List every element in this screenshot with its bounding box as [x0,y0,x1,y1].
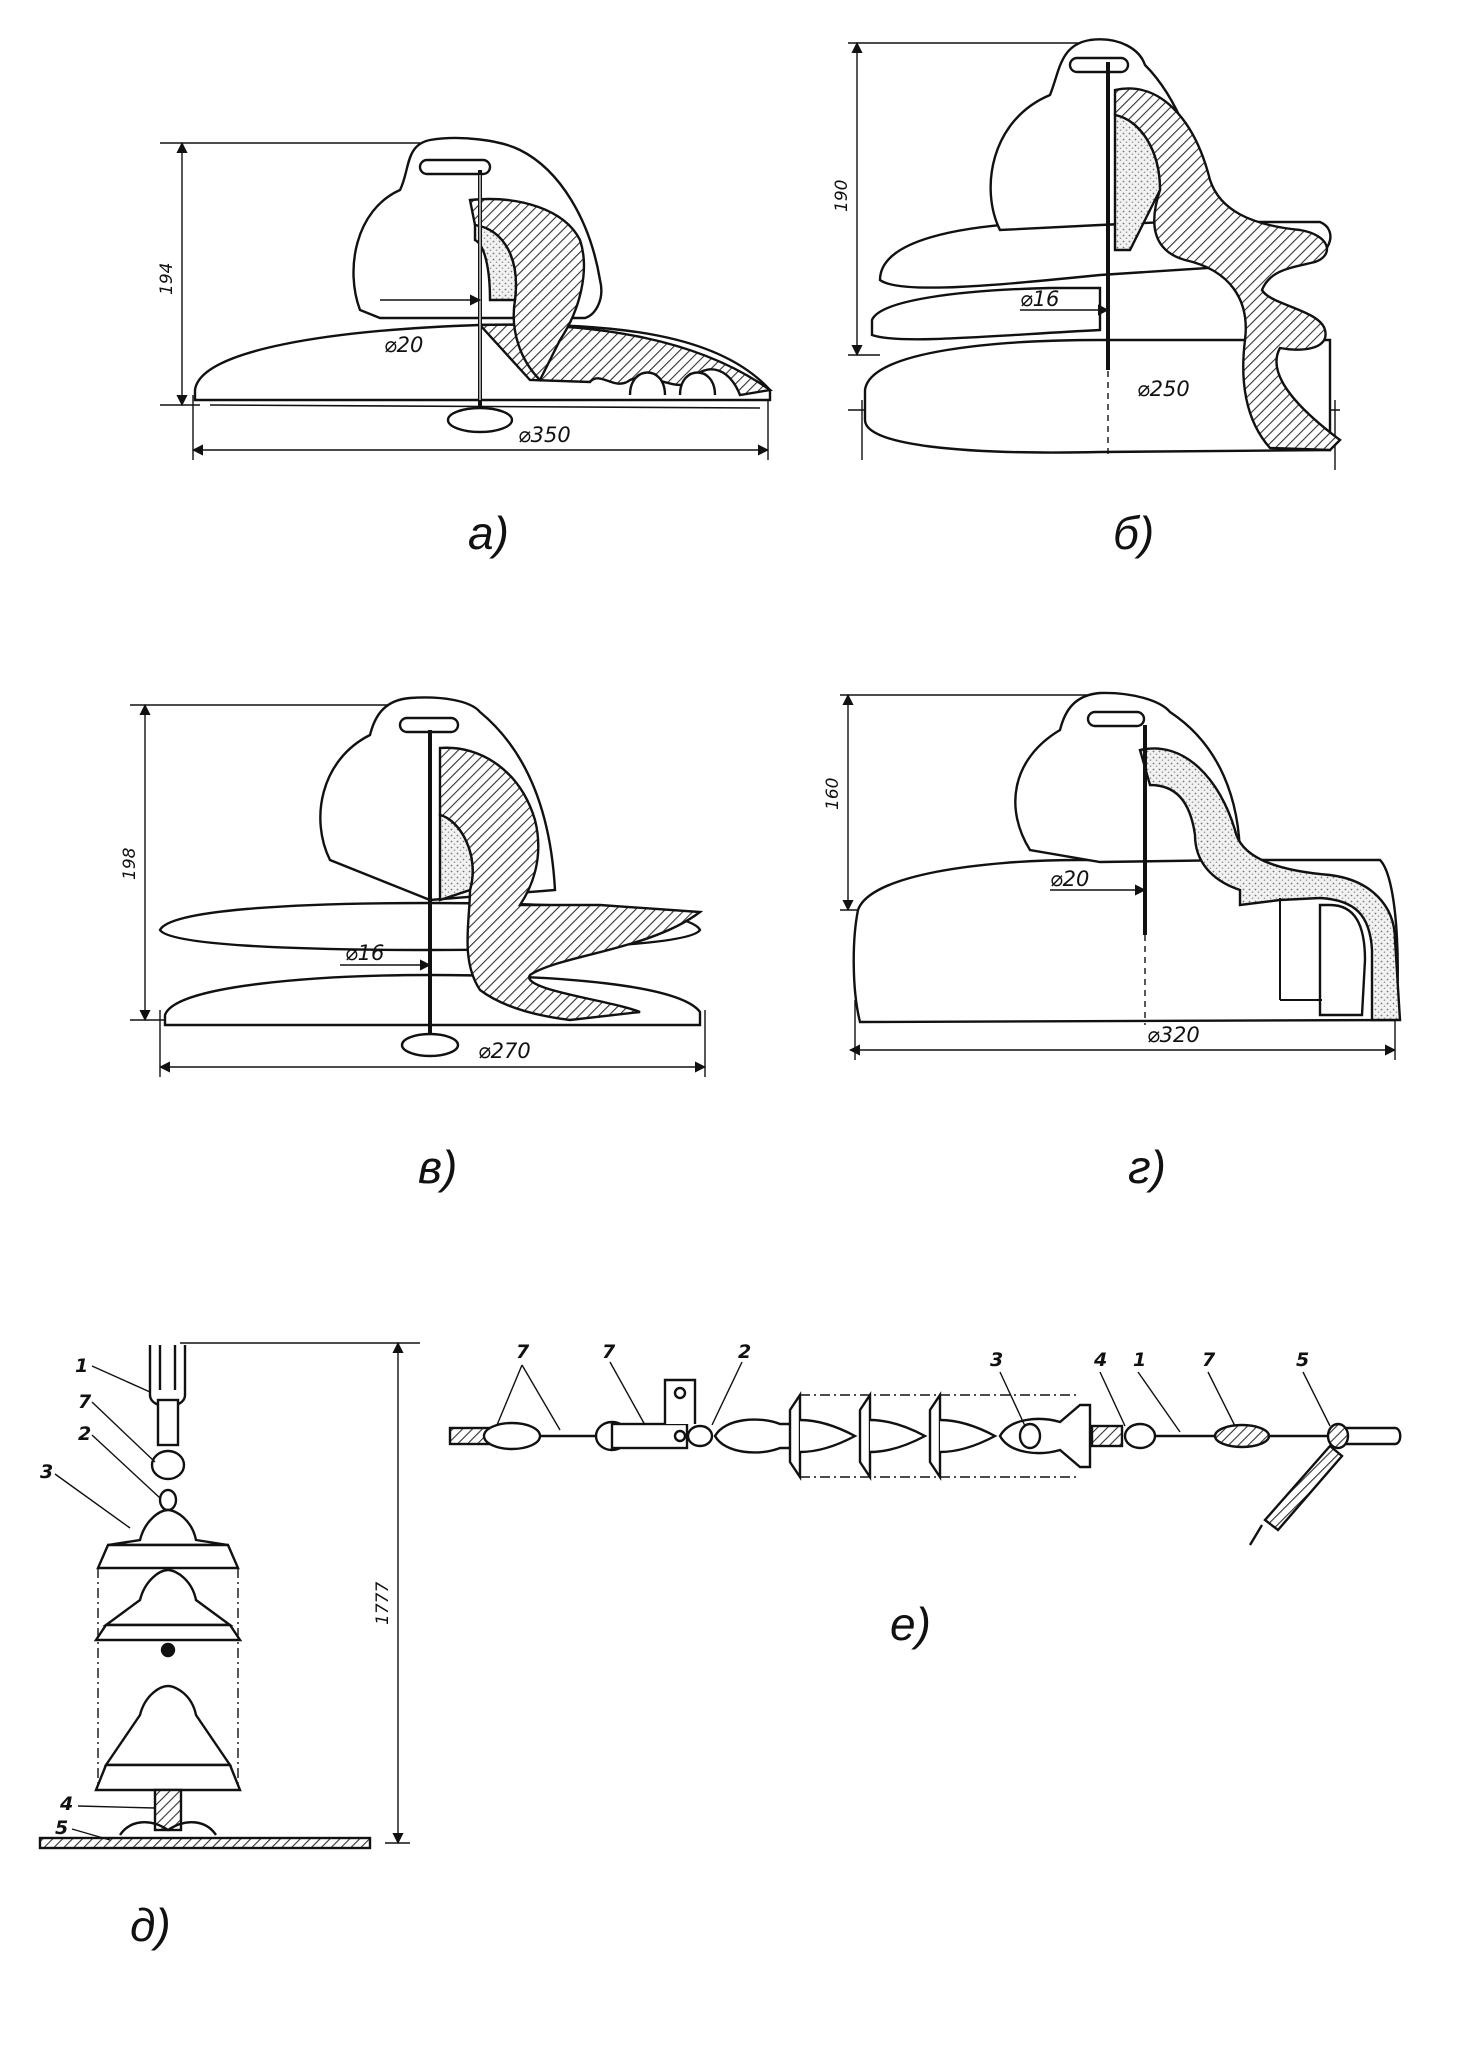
pin-diameter-v: ⌀16 [345,941,384,965]
panel-label-v: в) [418,1141,458,1193]
callout-e-8: 5 [1296,1349,1309,1371]
callout-d-3: 2 [78,1423,91,1445]
height-dimension-b: 190 [832,180,852,212]
height-dimension-g: 160 [823,778,843,810]
insulator-v: 198 ⌀16 ⌀270 [120,696,707,1077]
disc-diameter-v: ⌀270 [478,1039,531,1063]
callout-d-4: 3 [40,1461,53,1483]
callout-e-1: 7 [516,1341,530,1363]
insulator-string-horizontal: 7 7 2 3 4 1 7 5 [448,1341,1402,1546]
height-dimension-d: 1777 [373,1582,393,1625]
panel-label-b: б) [1113,507,1155,559]
panel-label-d: д) [130,1899,171,1951]
pin-diameter-b: ⌀16 [1020,287,1059,311]
callout-d-5: 4 [59,1793,73,1815]
callout-d-2: 7 [78,1391,92,1413]
pin-diameter-g: ⌀20 [1050,867,1089,891]
panel-label-a: а) [468,507,509,559]
disc-diameter-b: ⌀250 [1137,377,1190,401]
disc-diameter-g: ⌀320 [1147,1023,1200,1047]
insulator-b: 190 ⌀16 ⌀250 [832,38,1342,470]
callout-e-3: 2 [738,1341,751,1363]
height-dimension-v: 198 [120,847,140,880]
insulator-string-vertical: 1777 1 7 2 3 4 5 [38,1341,420,1850]
pin-diameter-a: ⌀20 [384,333,423,357]
callout-e-5: 4 [1093,1349,1107,1371]
panel-label-g: г) [1128,1141,1167,1193]
insulator-a: 194 ⌀20 ⌀350 [157,136,774,460]
insulator-g: 160 ⌀20 ⌀320 [823,691,1402,1060]
height-dimension-a: 194 [157,263,177,295]
callout-e-7: 7 [1202,1349,1216,1371]
callout-d-6: 5 [55,1817,68,1839]
callout-e-2: 7 [602,1341,616,1363]
callout-d-1: 1 [75,1355,88,1377]
panel-label-e: е) [890,1598,931,1650]
callout-e-4: 3 [990,1349,1003,1371]
disc-diameter-a: ⌀350 [518,423,571,447]
callout-e-6: 1 [1133,1349,1146,1371]
